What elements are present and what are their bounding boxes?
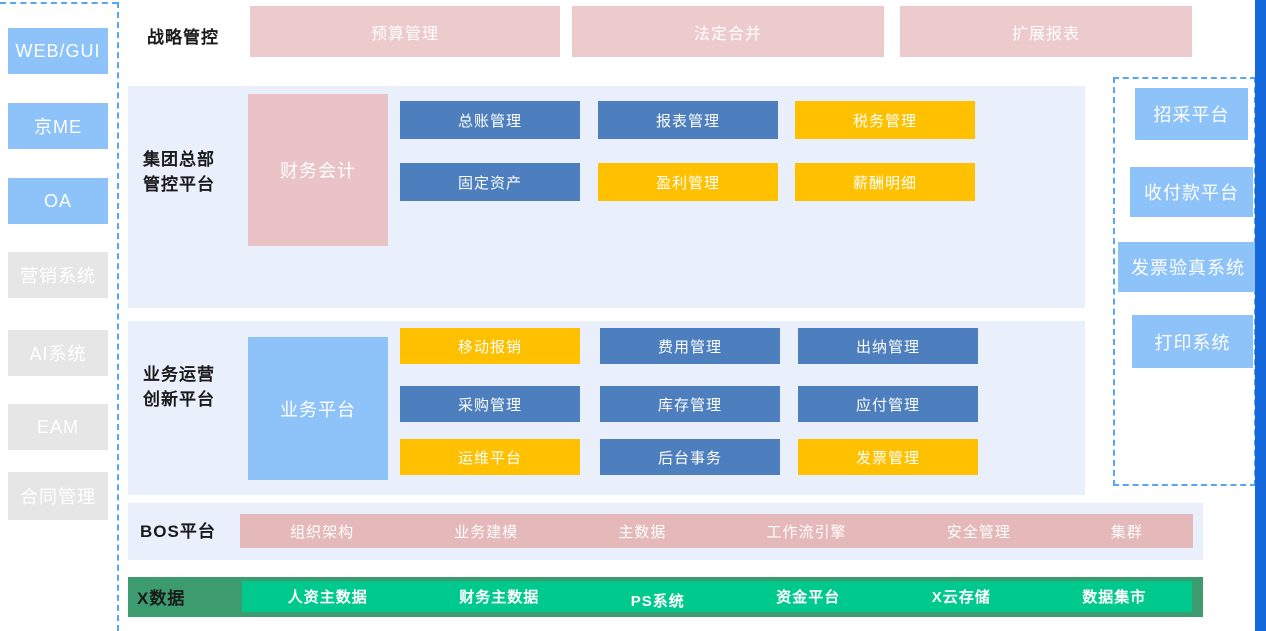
- data-item-hr-master-data[interactable]: 人资主数据: [287, 589, 368, 606]
- group-section-label-line1: 集团总部: [143, 150, 215, 169]
- module-profit-management[interactable]: 盈利管理: [598, 163, 778, 201]
- module-report-management[interactable]: 报表管理: [598, 101, 778, 139]
- strategy-box-extended-report[interactable]: 扩展报表: [900, 6, 1192, 57]
- group-section-label-line2: 管控平台: [143, 174, 215, 194]
- strategy-box-consolidation[interactable]: 法定合并: [572, 6, 884, 57]
- module-general-ledger[interactable]: 总账管理: [400, 101, 580, 139]
- right-panel-item-sourcing-platform[interactable]: 招采平台: [1135, 88, 1248, 140]
- right-panel-item-print-system[interactable]: 打印系统: [1132, 315, 1253, 368]
- data-bar: 人资主数据 财务主数据 PS系统 资金平台 X云存储 数据集市: [242, 581, 1192, 612]
- left-panel-item-jingme[interactable]: 京ME: [8, 103, 108, 149]
- bos-bar: 组织架构 业务建模 主数据 工作流引擎 安全管理 集群: [240, 514, 1193, 548]
- data-item-x-cloud-storage[interactable]: X云存储: [931, 589, 991, 606]
- bos-item-workflow-engine[interactable]: 工作流引擎: [766, 523, 847, 541]
- left-panel-item-webgui[interactable]: WEB/GUI: [8, 28, 108, 74]
- module-backoffice-affairs[interactable]: 后台事务: [600, 439, 780, 475]
- bos-item-cluster[interactable]: 集群: [1110, 523, 1143, 541]
- module-payroll-detail[interactable]: 薪酬明细: [795, 163, 975, 201]
- right-edge-accent-bar: [1255, 0, 1266, 631]
- business-section-background: 业务运营创新平台 业务平台 移动报销 费用管理 出纳管理 采购管理 库存管理 应…: [128, 321, 1085, 495]
- business-section-label-line2: 创新平台: [143, 389, 215, 409]
- bos-item-org-structure[interactable]: 组织架构: [290, 523, 355, 541]
- business-section-label-line1: 业务运营: [143, 365, 215, 384]
- left-panel-dashed-border: [117, 2, 119, 631]
- business-section-label: 业务运营创新平台: [143, 363, 215, 412]
- module-payable-management[interactable]: 应付管理: [798, 386, 978, 422]
- left-panel-item-ai[interactable]: AI系统: [8, 330, 108, 376]
- module-inventory-management[interactable]: 库存管理: [600, 386, 780, 422]
- data-item-ps-system[interactable]: PS系统: [630, 593, 685, 610]
- group-side-box-finance-accounting[interactable]: 财务会计: [248, 94, 388, 246]
- module-invoice-management[interactable]: 发票管理: [798, 439, 978, 475]
- module-cashier-management[interactable]: 出纳管理: [798, 328, 978, 364]
- module-ops-platform[interactable]: 运维平台: [400, 439, 580, 475]
- module-procurement-management[interactable]: 采购管理: [400, 386, 580, 422]
- strategy-row-label: 战略管控: [147, 28, 219, 47]
- strategy-box-budget[interactable]: 预算管理: [250, 6, 560, 57]
- right-panel-item-payment-platform[interactable]: 收付款平台: [1130, 167, 1253, 217]
- bos-item-business-modeling[interactable]: 业务建模: [454, 523, 519, 541]
- business-side-box-platform[interactable]: 业务平台: [248, 337, 388, 480]
- left-panel-item-marketing[interactable]: 营销系统: [8, 252, 108, 298]
- data-item-finance-master-data[interactable]: 财务主数据: [459, 589, 540, 606]
- module-tax-management[interactable]: 税务管理: [795, 101, 975, 139]
- bos-item-master-data[interactable]: 主数据: [618, 523, 667, 541]
- bos-row-label: BOS平台: [140, 522, 216, 541]
- group-section-label: 集团总部管控平台: [143, 148, 215, 197]
- left-panel-item-eam[interactable]: EAM: [8, 404, 108, 450]
- module-mobile-reimbursement[interactable]: 移动报销: [400, 328, 580, 364]
- bos-item-security-management[interactable]: 安全管理: [946, 523, 1011, 541]
- bos-row-background: BOS平台 组织架构 业务建模 主数据 工作流引擎 安全管理 集群: [128, 503, 1203, 560]
- group-section-background: 集团总部管控平台 财务会计 总账管理 报表管理 税务管理 固定资产 盈利管理 薪…: [128, 86, 1085, 308]
- module-fixed-assets[interactable]: 固定资产: [400, 163, 580, 201]
- data-item-data-mart[interactable]: 数据集市: [1082, 589, 1147, 606]
- data-item-fund-platform[interactable]: 资金平台: [776, 589, 841, 606]
- left-panel-dashed-border-top: [0, 2, 118, 4]
- data-row-label: X数据: [137, 589, 186, 608]
- module-expense-management[interactable]: 费用管理: [600, 328, 780, 364]
- left-panel-item-contract[interactable]: 合同管理: [8, 472, 108, 520]
- left-panel-item-oa[interactable]: OA: [8, 178, 108, 224]
- data-row-background: X数据 人资主数据 财务主数据 PS系统 资金平台 X云存储 数据集市: [128, 577, 1203, 617]
- right-panel-item-invoice-verification[interactable]: 发票验真系统: [1118, 242, 1258, 292]
